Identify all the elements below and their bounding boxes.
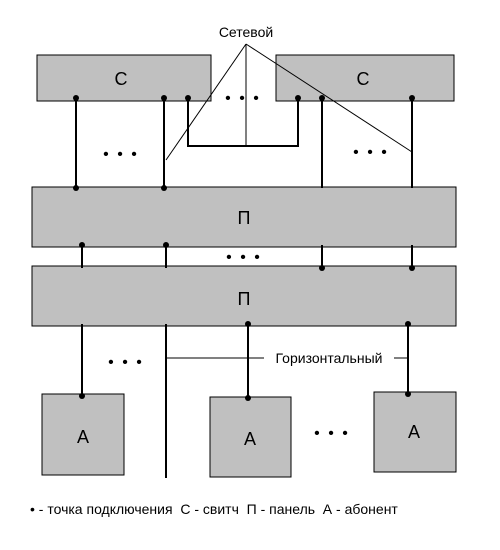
legend-dot: • <box>30 501 35 517</box>
network-leader-lines <box>165 43 413 161</box>
leader-line <box>245 43 413 153</box>
subscriber-label-right: А <box>408 422 420 442</box>
network-cable-label: Сетевой <box>219 24 273 40</box>
connection-point <box>409 265 415 271</box>
connection-point <box>319 265 325 271</box>
panel-box-bottom <box>31 265 457 327</box>
subscriber-box-right <box>373 391 457 473</box>
connection-point <box>405 391 411 397</box>
switch-label-left: С <box>115 69 128 89</box>
panel-label-bottom: П <box>238 289 251 309</box>
connection-point <box>73 185 79 191</box>
ellipsis-subscribers: • • • <box>314 425 350 442</box>
panel-box-top <box>31 186 457 248</box>
subscriber-box-left <box>41 393 125 476</box>
connection-point <box>79 242 85 248</box>
connection-point <box>245 321 251 327</box>
ellipsis-switches: • • • <box>225 90 261 107</box>
subscriber-label-left: А <box>77 427 89 447</box>
connection-point <box>73 95 79 101</box>
ellipsis-left-cables: • • • <box>103 146 139 163</box>
connection-point <box>295 95 301 101</box>
ellipsis-panels: • • • <box>226 249 262 266</box>
leader-line <box>165 43 247 161</box>
ellipsis-horizontal: • • • <box>108 354 144 371</box>
connection-point <box>405 321 411 327</box>
connection-points <box>73 95 415 401</box>
switch-interconnect-cable <box>187 98 299 147</box>
switch-box-left <box>36 54 212 102</box>
horizontal-cable-label: Горизонтальный <box>276 350 383 366</box>
connection-point <box>161 185 167 191</box>
ellipsis-right-cables: • • • <box>353 144 389 161</box>
connection-point <box>245 395 251 401</box>
legend-text: - точка подключения С - свитч П - панель… <box>35 501 399 517</box>
connection-point <box>409 95 415 101</box>
panel-label-top: П <box>238 208 251 228</box>
connection-point <box>319 95 325 101</box>
switch-label-right: С <box>357 69 370 89</box>
switch-box-right <box>275 54 455 102</box>
subscriber-box-middle <box>209 396 292 478</box>
connection-point <box>163 242 169 248</box>
legend: • - точка подключения С - свитч П - пане… <box>30 501 398 517</box>
connection-point <box>79 393 85 399</box>
subscriber-label-middle: А <box>244 429 256 449</box>
connection-point <box>185 95 191 101</box>
connection-point <box>161 95 167 101</box>
